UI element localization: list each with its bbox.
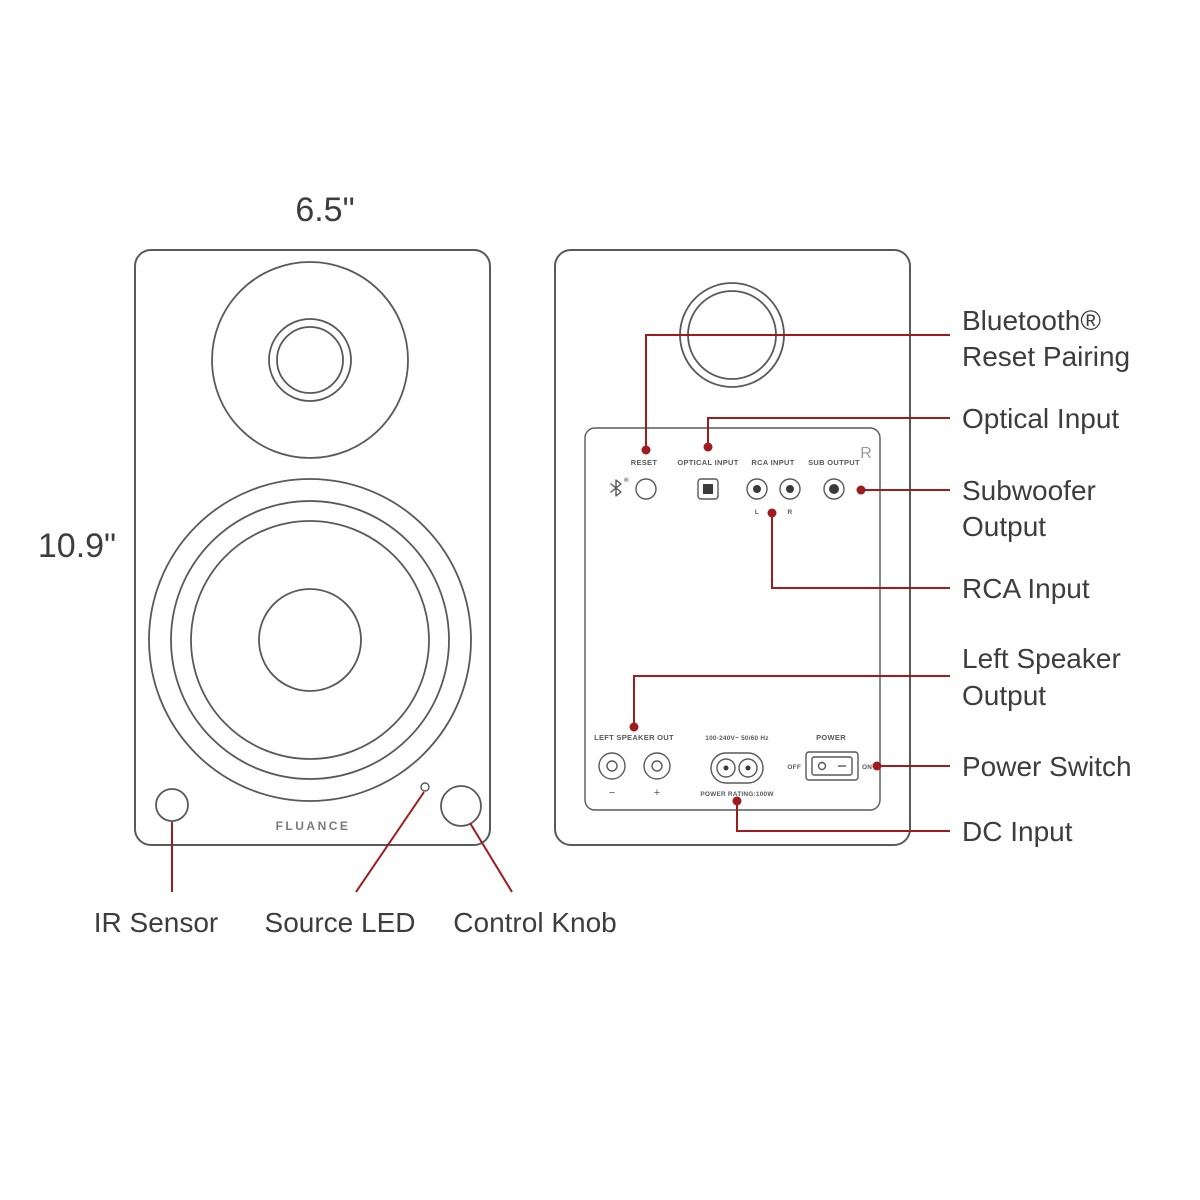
callout-labels-bottom: IR Sensor Source LED Control Knob xyxy=(94,907,617,938)
source-led-callout-label: Source LED xyxy=(265,907,416,938)
subwoofer-output-pin xyxy=(829,484,839,494)
brand-logo: FLUANCE xyxy=(276,819,351,833)
rca-left-marking: L xyxy=(755,509,759,516)
left-speaker-callout-line xyxy=(633,675,950,727)
callout-labels-right: Bluetooth® Reset Pairing Optical Input S… xyxy=(962,305,1132,847)
optical-callout-label: Optical Input xyxy=(962,403,1119,434)
optical-callout-line xyxy=(707,417,950,447)
subwoofer-callout-dot xyxy=(856,485,866,495)
bluetooth-callout-dot xyxy=(641,445,651,455)
reset-button xyxy=(635,478,657,500)
negative-marking: − xyxy=(609,787,615,799)
power-switch xyxy=(805,751,859,781)
subwoofer-callout-label-line2: Output xyxy=(962,511,1046,542)
subwoofer-callout-label-line1: Subwoofer xyxy=(962,475,1096,506)
power-rating-label: POWER RATING:100W xyxy=(700,791,774,798)
left-speaker-out-label: LEFT SPEAKER OUT xyxy=(594,733,674,742)
control-knob-callout-label: Control Knob xyxy=(453,907,616,938)
ac-inlet-right-pin xyxy=(745,765,751,771)
front-cabinet-outline xyxy=(134,249,491,846)
binding-post-positive-hole xyxy=(651,760,663,772)
control-knob xyxy=(440,785,482,827)
binding-post-positive xyxy=(643,752,671,780)
woofer-surround-outer xyxy=(148,478,472,802)
ir-sensor xyxy=(155,788,189,822)
voltage-label: 100-240V~ 50/60 Hz xyxy=(705,735,769,742)
bluetooth-registered-mark: ® xyxy=(624,476,629,484)
power-switch-rocker xyxy=(811,756,853,776)
source-led-callout-line xyxy=(355,791,425,893)
rca-callout-dot xyxy=(767,508,777,518)
on-marking: ON xyxy=(862,764,872,771)
rca-callout-line xyxy=(771,513,950,589)
optical-input-jack xyxy=(697,478,719,500)
bluetooth-callout-label-line1: Bluetooth® xyxy=(962,305,1101,336)
woofer-surround-inner xyxy=(170,500,450,780)
width-dimension-label: 6.5" xyxy=(295,191,354,229)
rca-jack-left-pin xyxy=(753,485,761,493)
binding-post-negative xyxy=(598,752,626,780)
ac-inlet-left-pin xyxy=(723,765,729,771)
tweeter-outer xyxy=(268,318,352,402)
sub-output-label: SUB OUTPUT xyxy=(808,458,860,467)
height-dimension-label: 10.9" xyxy=(38,527,116,565)
front-speaker-view: FLUANCE xyxy=(134,249,491,846)
ac-inlet-outline xyxy=(710,752,764,784)
rca-jack-right-pin xyxy=(786,485,794,493)
rear-speaker-view: R RESET OPTICAL INPUT RCA INPUT SUB OUTP… xyxy=(554,249,911,846)
power-switch-off-symbol xyxy=(817,761,827,771)
source-led xyxy=(420,782,430,792)
reset-label: RESET xyxy=(631,458,658,467)
ir-sensor-callout-label: IR Sensor xyxy=(94,907,219,938)
dc-input-callout-line xyxy=(736,801,950,832)
subwoofer-output-jack xyxy=(823,478,845,500)
ac-inlet-right xyxy=(738,758,758,778)
binding-post-negative-hole xyxy=(606,760,618,772)
left-speaker-callout-dot xyxy=(629,722,639,732)
callout-lines xyxy=(171,334,950,893)
optical-input-label: OPTICAL INPUT xyxy=(677,458,738,467)
left-speaker-callout-label-line1: Left Speaker xyxy=(962,643,1121,674)
power-label: POWER xyxy=(816,733,846,742)
tweeter-dome xyxy=(276,326,344,394)
right-speaker-marking: R xyxy=(860,445,872,462)
woofer-dust-cap xyxy=(258,588,362,692)
dc-input-callout-dot xyxy=(732,796,742,806)
dc-input-callout-label: DC Input xyxy=(962,816,1073,847)
rca-right-marking: R xyxy=(788,509,793,516)
positive-marking: + xyxy=(654,787,660,799)
power-switch-callout-label: Power Switch xyxy=(962,751,1132,782)
woofer-cone xyxy=(190,520,430,760)
off-marking: OFF xyxy=(787,764,801,771)
ac-inlet-left xyxy=(716,758,736,778)
control-knob-callout-line xyxy=(469,822,513,893)
rca-input-label: RCA INPUT xyxy=(751,458,794,467)
power-switch-callout-dot xyxy=(872,761,882,771)
left-speaker-callout-label-line2: Output xyxy=(962,680,1046,711)
optical-callout-dot xyxy=(703,442,713,452)
rca-jack-right xyxy=(779,478,801,500)
rca-callout-label: RCA Input xyxy=(962,573,1090,604)
rca-jack-left xyxy=(746,478,768,500)
rear-cabinet-outline xyxy=(554,249,911,846)
tweeter-faceplate xyxy=(211,261,409,459)
bluetooth-callout-label-line2: Reset Pairing xyxy=(962,341,1130,372)
bluetooth-callout-line xyxy=(645,334,950,450)
optical-input-window xyxy=(703,484,713,494)
connection-panel xyxy=(584,427,881,811)
bluetooth-icon xyxy=(610,479,622,497)
